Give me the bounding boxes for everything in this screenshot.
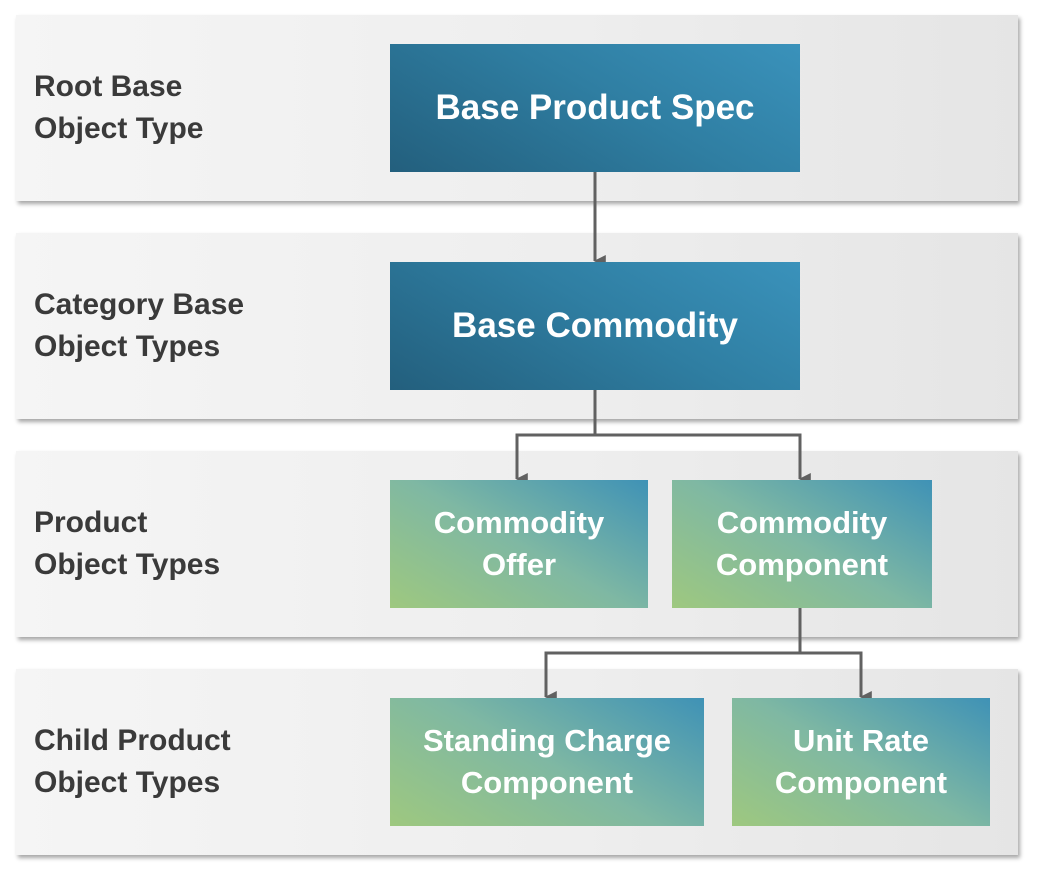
node-unit-rate-component: Unit Rate Component	[732, 698, 990, 826]
node-commodity-offer: Commodity Offer	[390, 480, 648, 608]
node-base-product-spec: Base Product Spec	[390, 44, 800, 172]
band-label-child-product: Child Product Object Types	[34, 724, 231, 799]
band-label-root-base: Root Base Object Type	[34, 70, 204, 145]
connector-commodity-to-component	[595, 433, 811, 485]
node-base-commodity: Base Commodity	[390, 262, 800, 390]
band-label-product: Product Object Types	[34, 506, 221, 581]
connector-component-to-unit-rate	[800, 651, 872, 703]
connector-commodity-split	[515, 390, 597, 485]
connector-component-to-standing	[544, 608, 802, 703]
band-label-category-base: Category Base Object Types	[34, 288, 245, 363]
node-commodity-component: Commodity Component	[672, 480, 932, 608]
node-standing-charge-component: Standing Charge Component	[390, 698, 704, 826]
